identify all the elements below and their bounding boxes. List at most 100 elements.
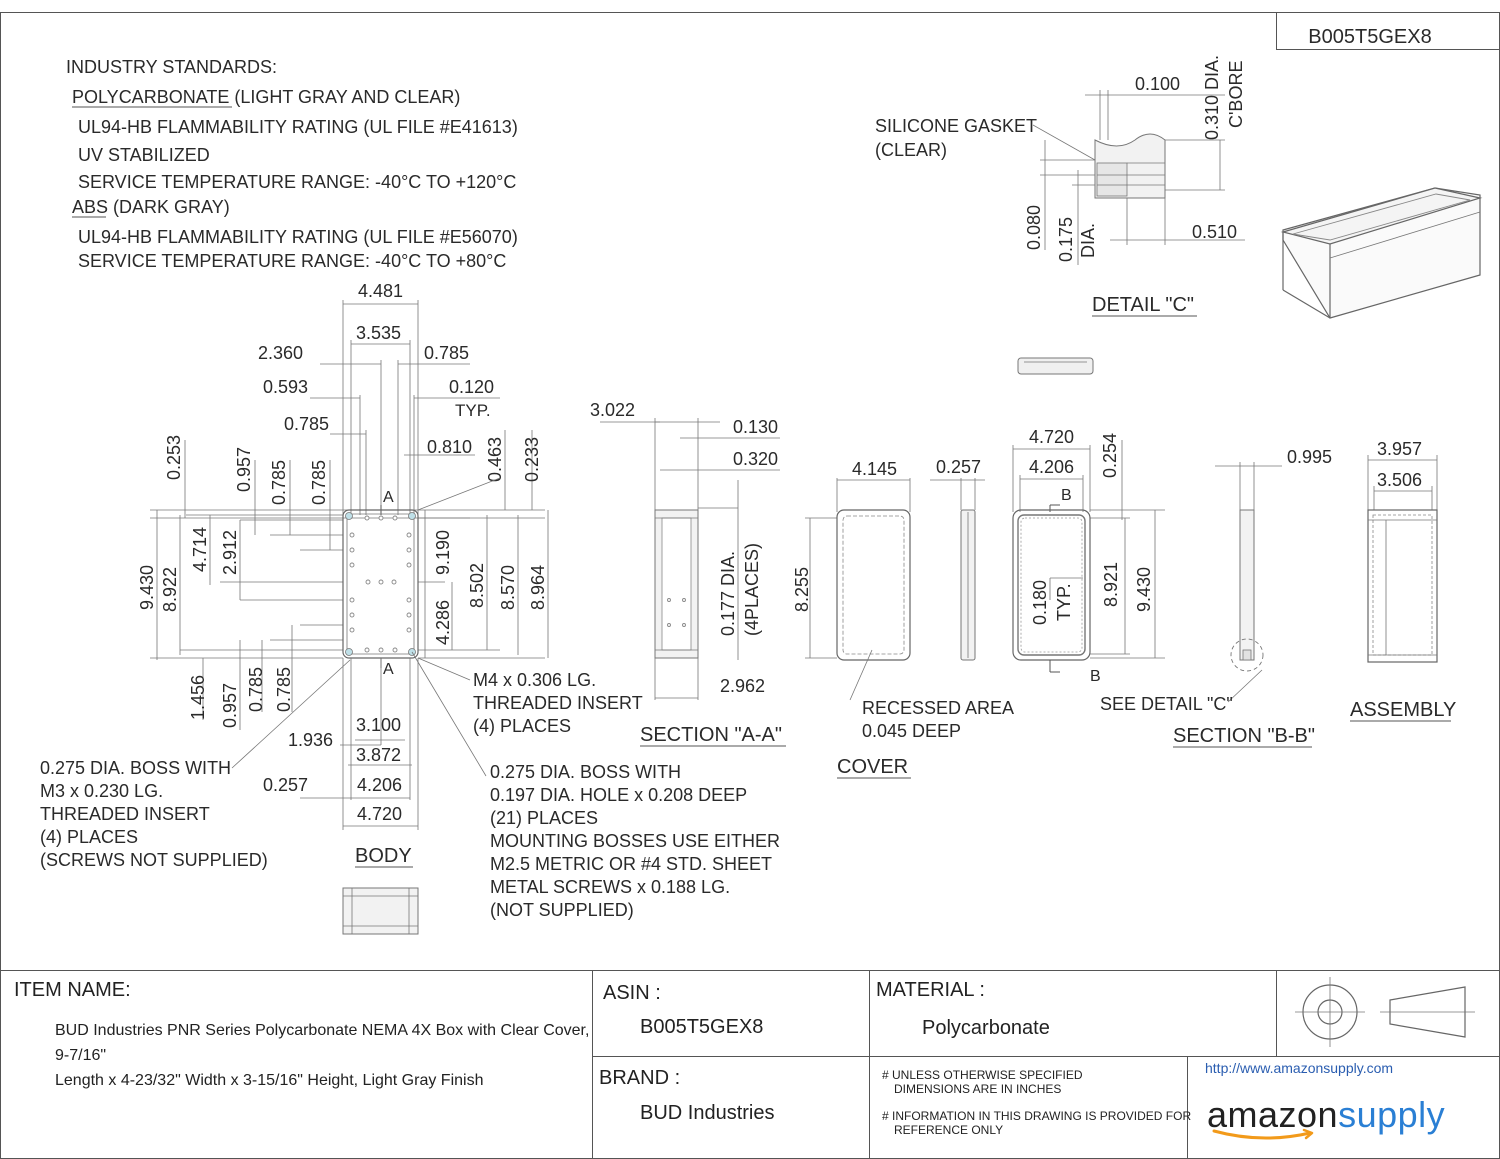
logo-smile-icon — [1212, 1128, 1314, 1140]
assembly-outline — [1367, 509, 1438, 663]
section-aa-view: 3.022 0.130 0.320 0.177 DIA. (4PLACES) 2… — [590, 400, 786, 747]
note-units-line-2: DIMENSIONS ARE IN INCHES — [894, 1082, 1062, 1096]
dim-9190: 9.190 — [433, 530, 453, 575]
dim-0785d: 0.785 — [309, 460, 329, 505]
gasket-strip — [1017, 357, 1094, 375]
brand-value: BUD Industries — [640, 1102, 775, 1124]
dim-4places: (4PLACES) — [742, 543, 762, 636]
dim-0957a: 0.957 — [234, 447, 254, 492]
dim-0785f: 0.785 — [274, 667, 294, 712]
standards-line-1: POLYCARBONATE (LIGHT GRAY AND CLEAR) — [72, 87, 460, 107]
dim-3872: 3.872 — [356, 745, 401, 765]
cover-view: 4.145 8.255 RECESSED AREA 0.045 DEEP COV… — [792, 457, 1014, 779]
dim-2912: 2.912 — [220, 530, 240, 575]
dim-0785a: 0.785 — [424, 343, 469, 363]
boss2-line-1: 0.275 DIA. BOSS WITH — [490, 762, 681, 782]
boss1-line-2: M3 x 0.230 LG. — [40, 781, 163, 801]
body-title: BODY — [355, 845, 412, 867]
bb-top-view: 4.720 4.206 0.254 8.921 9.430 B 0.180 TY… — [1012, 427, 1165, 685]
see-detail-c: SEE DETAIL "C" — [1100, 694, 1233, 714]
boss2-line-4: MOUNTING BOSSES USE EITHER — [490, 831, 780, 851]
dim-cbore: C'BORE — [1226, 61, 1246, 128]
gasket-label-1: SILICONE GASKET — [875, 116, 1037, 136]
assembly-title: ASSEMBLY — [1350, 699, 1456, 721]
material-value: Polycarbonate — [922, 1017, 1050, 1039]
section-aa-title: SECTION "A-A" — [640, 724, 782, 746]
dim-2360: 2.360 — [258, 343, 303, 363]
dim-0120: 0.120 — [449, 377, 494, 397]
body-end-view — [342, 887, 419, 935]
industry-standards: INDUSTRY STANDARDS: POLYCARBONATE (LIGHT… — [66, 57, 518, 271]
section-mark-b-top: B — [1061, 487, 1072, 504]
dim-3022: 3.022 — [590, 400, 635, 420]
note-units-line-1: # UNLESS OTHERWISE SPECIFIED — [882, 1068, 1083, 1082]
section-mark-a-top: A — [383, 489, 394, 506]
dim-dia: DIA. — [1078, 223, 1098, 258]
dim-2962: 2.962 — [720, 676, 765, 696]
dim-0253: 0.253 — [164, 435, 184, 480]
boss2-line-6: METAL SCREWS x 0.188 LG. — [490, 877, 730, 897]
boss1-line-4: (4) PLACES — [40, 827, 138, 847]
dim-1456: 1.456 — [188, 675, 208, 720]
dim-0995: 0.995 — [1287, 447, 1332, 467]
cover-title: COVER — [837, 756, 908, 778]
dim-0785b: 0.785 — [284, 414, 329, 434]
brand-label: BRAND : — [599, 1067, 681, 1089]
section-mark-a-bottom: A — [383, 661, 394, 678]
dim-0257-body: 0.257 — [263, 775, 308, 795]
assembly-view: 3.957 3.506 ASSEMBLY — [1350, 439, 1456, 722]
m4-label-2: THREADED INSERT — [473, 693, 643, 713]
note-reference: # INFORMATION IN THIS DRAWING IS PROVIDE… — [882, 1109, 1191, 1137]
asin-label: ASIN : — [603, 982, 661, 1004]
isometric-box-view — [1280, 187, 1483, 319]
standards-line-2: UL94-HB FLAMMABILITY RATING (UL FILE #E4… — [78, 117, 518, 137]
dim-0320: 0.320 — [733, 449, 778, 469]
dim-4714: 4.714 — [190, 527, 210, 572]
note-units: # UNLESS OTHERWISE SPECIFIED DIMENSIONS … — [882, 1068, 1083, 1096]
dim-4720-body: 4.720 — [357, 804, 402, 824]
dim-4145: 4.145 — [852, 459, 897, 479]
dim-8964: 8.964 — [528, 565, 548, 610]
asin-value: B005T5GEX8 — [640, 1016, 764, 1038]
dim-0463: 0.463 — [485, 437, 505, 482]
item-name-label: ITEM NAME: — [14, 979, 131, 1001]
detail-c-view: SILICONE GASKET (CLEAR) 0.100 0.310 DIA.… — [875, 55, 1246, 317]
section-bb-view: 0.995 SEE DETAIL "C" SECTION "B-B" — [1100, 447, 1332, 748]
logo-amazon-text: amazon — [1207, 1094, 1339, 1135]
dim-0254: 0.254 — [1100, 433, 1120, 478]
cover-outline — [836, 509, 911, 661]
boss2-line-3: (21) PLACES — [490, 808, 598, 828]
recessed-label-2: 0.045 DEEP — [862, 721, 961, 741]
amazonsupply-link[interactable]: http://www.amazonsupply.com — [1205, 1060, 1394, 1076]
body-view: 4.481 3.535 2.360 0.785 0.593 0.120 TYP.… — [40, 281, 780, 935]
material-label: MATERIAL : — [876, 979, 985, 1001]
dim-typ-bb: TYP. — [1054, 583, 1074, 621]
part-number-text: B005T5GEX8 — [1308, 26, 1431, 48]
dim-9430-left: 9.430 — [137, 565, 157, 610]
dim-3957: 3.957 — [1377, 439, 1422, 459]
section-bb-profile — [1239, 509, 1255, 661]
dim-4286: 4.286 — [433, 600, 453, 645]
m4-label-3: (4) PLACES — [473, 716, 571, 736]
boss2-line-2: 0.197 DIA. HOLE x 0.208 DEEP — [490, 785, 747, 805]
title-block — [0, 970, 1500, 1159]
dim-1936: 1.936 — [288, 730, 333, 750]
dim-0785c: 0.785 — [269, 460, 289, 505]
bb-outline — [1012, 509, 1091, 661]
boss1-line-3: THREADED INSERT — [40, 804, 210, 824]
projection-cone — [1389, 986, 1466, 1038]
section-mark-b-bottom: B — [1090, 668, 1101, 685]
dim-0100: 0.100 — [1135, 74, 1180, 94]
boss2-line-7: (NOT SUPPLIED) — [490, 900, 634, 920]
dim-3100: 3.100 — [356, 715, 401, 735]
dim-0810: 0.810 — [427, 437, 472, 457]
note-reference-line-2: REFERENCE ONLY — [894, 1123, 1004, 1137]
dim-0510: 0.510 — [1192, 222, 1237, 242]
dim-0785e: 0.785 — [246, 667, 266, 712]
dim-0177: 0.177 DIA. — [718, 551, 738, 636]
amazonsupply-logo: amazonsupply — [1207, 1094, 1445, 1136]
note-reference-line-1: # INFORMATION IN THIS DRAWING IS PROVIDE… — [882, 1109, 1192, 1123]
item-name-line-2: Length x 4-23/32" Width x 3-15/16" Heigh… — [55, 1072, 484, 1089]
dim-0257-cover: 0.257 — [936, 457, 981, 477]
